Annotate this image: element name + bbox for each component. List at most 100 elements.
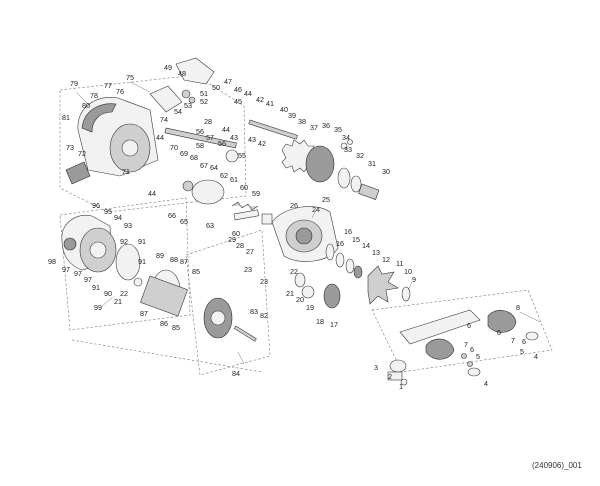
- part-number-78: 78: [90, 91, 98, 100]
- part-number-87: 87: [180, 257, 188, 266]
- thumb-lever: [65, 161, 91, 185]
- part-number-44: 44: [222, 125, 230, 134]
- part-number-44: 44: [156, 133, 164, 142]
- part-number-97: 97: [74, 269, 82, 278]
- part-number-65: 65: [180, 217, 188, 226]
- part-number-29: 29: [228, 235, 236, 244]
- part-number-40: 40: [280, 105, 288, 114]
- part-number-60: 60: [232, 229, 240, 238]
- part-number-23: 23: [244, 265, 252, 274]
- clutch-spring-59: [231, 201, 259, 211]
- part-number-27: 27: [246, 247, 254, 256]
- document-reference: (240906)_001: [532, 461, 582, 470]
- part-number-5: 5: [476, 352, 480, 361]
- part-number-92: 92: [120, 237, 128, 246]
- part-number-88: 88: [170, 255, 178, 264]
- part-number-33: 33: [344, 145, 352, 154]
- part-number-70: 70: [170, 143, 178, 152]
- part-number-5: 5: [520, 347, 524, 356]
- clutch-cam-plate: [191, 179, 225, 205]
- part-number-95: 95: [104, 207, 112, 216]
- part-number-49: 49: [164, 63, 172, 72]
- drag-washer-13: [353, 265, 363, 279]
- brake-knob: [63, 237, 77, 251]
- part-number-2: 2: [388, 372, 392, 381]
- clutch-assembly: [182, 179, 260, 221]
- part-number-75: 75: [126, 73, 134, 82]
- part-number-11: 11: [396, 259, 403, 268]
- part-number-32: 32: [356, 151, 364, 160]
- collar-36: [340, 142, 348, 150]
- part-number-91: 91: [138, 237, 146, 246]
- part-number-48: 48: [178, 69, 186, 78]
- leader: [75, 91, 91, 107]
- part-number-26: 26: [290, 201, 298, 210]
- part-number-37: 37: [310, 123, 318, 132]
- part-number-7: 7: [511, 336, 515, 345]
- part-number-73: 73: [66, 143, 74, 152]
- frame-spool-assembly: [185, 229, 271, 376]
- part-number-58: 58: [196, 141, 204, 150]
- side-plate-assembly: [65, 57, 215, 185]
- leader: [237, 351, 245, 365]
- knob-washer-5: [467, 361, 473, 367]
- bushing-26: [261, 213, 273, 225]
- part-number-22: 22: [290, 267, 298, 276]
- part-number-3: 3: [374, 363, 378, 372]
- part-number-43: 43: [248, 135, 256, 144]
- part-number-18: 18: [316, 317, 324, 326]
- brake-shoe: [133, 277, 143, 287]
- part-number-57: 57: [206, 133, 214, 142]
- part-number-61: 61: [230, 175, 238, 184]
- collar-35: [347, 139, 353, 145]
- part-number-21: 21: [286, 289, 294, 298]
- leader-lines: [75, 81, 541, 365]
- part-number-21: 21: [114, 297, 122, 306]
- part-number-74: 74: [160, 115, 168, 124]
- part-number-68: 68: [190, 153, 198, 162]
- star-drag-17: [323, 283, 341, 309]
- part-number-15: 15: [352, 235, 360, 244]
- part-number-34: 34: [342, 133, 350, 142]
- part-number-41: 41: [266, 99, 274, 108]
- drag-washer-14: [345, 258, 355, 274]
- part-number-97: 97: [62, 265, 70, 274]
- handle-shaft-30: [358, 183, 380, 200]
- part-number-14: 14: [362, 241, 370, 250]
- star-drag-10: [367, 265, 399, 305]
- part-number-96: 96: [92, 201, 100, 210]
- part-number-10: 10: [404, 267, 412, 276]
- part-number-25: 25: [322, 195, 330, 204]
- part-number-22: 22: [120, 289, 128, 298]
- spool-body: [140, 275, 188, 317]
- side-plate-bearing: [121, 139, 139, 157]
- side-plate-rim: [81, 103, 117, 133]
- part-number-30: 30: [382, 167, 390, 176]
- part-number-77: 77: [104, 81, 112, 90]
- brake-dial: [89, 241, 107, 259]
- washer-19: [301, 285, 315, 299]
- part-number-8: 8: [516, 303, 520, 312]
- leader: [311, 209, 317, 219]
- washer-9: [401, 286, 411, 302]
- part-number-93: 93: [124, 221, 132, 230]
- part-number-72: 72: [78, 149, 86, 158]
- part-number-35: 35: [334, 125, 342, 134]
- drag-washer-15: [335, 252, 345, 268]
- spool-shaft-82: [233, 325, 257, 342]
- part-number-84: 84: [232, 369, 240, 378]
- drag-washer-16: [325, 243, 335, 261]
- part-number-87: 87: [140, 309, 148, 318]
- drive-train: [164, 119, 380, 200]
- part-number-85: 85: [172, 323, 180, 332]
- part-number-76: 76: [116, 87, 124, 96]
- part-number-55: 55: [238, 151, 246, 160]
- handle-screw-1: [400, 378, 408, 386]
- knob-cap-lower: [467, 367, 481, 377]
- part-number-13: 13: [372, 248, 380, 257]
- part-number-90: 90: [104, 289, 112, 298]
- part-number-59: 59: [252, 189, 260, 198]
- part-number-64: 64: [210, 163, 218, 172]
- part-number-79: 79: [70, 79, 78, 88]
- part-number-94: 94: [114, 213, 122, 222]
